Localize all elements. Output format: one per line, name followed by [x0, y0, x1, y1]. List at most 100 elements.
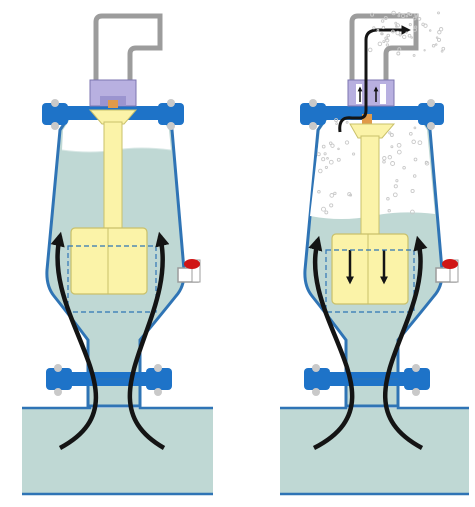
air-bubble — [407, 33, 412, 38]
right-air-bubbles — [316, 10, 446, 215]
left-float-cage — [67, 245, 157, 313]
air-bubble — [328, 159, 334, 165]
air-bubble — [428, 29, 432, 32]
air-bubble — [349, 193, 353, 197]
air-bubble — [370, 12, 375, 17]
right-panel — [280, 10, 469, 496]
air-bubble — [423, 49, 426, 52]
air-bubble — [337, 147, 340, 151]
air-bubble — [408, 12, 413, 17]
left-float-stem-top — [88, 109, 138, 125]
air-bubble — [402, 34, 407, 40]
left-upper-flange-cap-l — [42, 103, 68, 125]
right-float-body — [331, 233, 409, 305]
air-bubble — [329, 193, 335, 198]
air-bubble — [397, 14, 401, 18]
right-flow-arrow-a — [308, 235, 355, 451]
air-bubble — [394, 21, 398, 25]
air-bubble — [396, 51, 401, 56]
left-bolt-upper-l — [51, 99, 59, 107]
right-flow-arrow-b — [383, 235, 428, 450]
air-bubble — [410, 36, 413, 39]
air-bubble — [438, 27, 444, 32]
air-bubble — [324, 165, 328, 169]
air-bubble — [408, 131, 413, 136]
right-outlet-pipe — [349, 13, 419, 85]
air-bubble — [335, 122, 338, 125]
air-bubble — [398, 33, 402, 37]
right-base-pipe — [280, 408, 469, 494]
air-bubble — [417, 17, 422, 21]
air-bubble — [386, 33, 390, 38]
air-bubble — [384, 36, 389, 41]
air-bubble — [434, 43, 438, 46]
air-bubble — [405, 15, 408, 18]
air-bubble — [395, 179, 399, 183]
left-flow-arrow-b — [127, 231, 170, 450]
left-upper-flange-cap-r — [158, 103, 184, 125]
air-bubble — [408, 23, 412, 27]
air-bubble — [352, 152, 356, 156]
air-bubble — [328, 141, 333, 145]
air-bubble — [367, 47, 373, 53]
air-bubble — [376, 28, 380, 32]
air-bubble — [390, 145, 394, 149]
air-bubble — [413, 126, 417, 130]
left-valve-seat — [108, 100, 118, 108]
air-bubble — [424, 161, 430, 166]
air-bubble — [396, 149, 402, 155]
air-bubble — [380, 19, 385, 23]
air-bubble — [440, 49, 444, 53]
air-bubble — [382, 40, 386, 44]
air-bubble — [316, 152, 321, 157]
air-bubble — [431, 44, 436, 48]
air-bubble — [411, 139, 416, 145]
air-bubble — [382, 156, 387, 161]
air-bubble — [414, 12, 419, 17]
air-bubble — [345, 120, 349, 124]
air-bubble — [321, 157, 326, 162]
air-bubble — [321, 206, 326, 212]
air-bubble — [317, 190, 321, 194]
air-bubble — [323, 152, 327, 156]
air-bubble — [372, 26, 376, 30]
air-bubble — [389, 133, 394, 137]
left-float-body — [70, 227, 148, 295]
air-bubble — [383, 16, 388, 20]
air-bubble — [390, 161, 396, 166]
left-flow-arrow-a — [50, 231, 99, 450]
air-bubble — [395, 30, 400, 36]
air-bubble — [386, 197, 390, 201]
air-bubble — [410, 209, 415, 215]
left-base-pipe — [22, 408, 213, 494]
air-bubble — [413, 157, 418, 162]
air-bubble — [333, 191, 337, 196]
air-bubble — [398, 12, 401, 15]
right-valve-seat — [362, 114, 372, 124]
air-bubble — [436, 37, 442, 42]
air-bubble — [417, 140, 423, 146]
left-outlet-pipe — [93, 13, 163, 85]
air-bubble — [393, 184, 398, 189]
left-red-handle — [184, 259, 200, 269]
air-bubble — [326, 156, 329, 160]
right-air-escape-arrow — [338, 25, 411, 133]
air-bubble — [414, 25, 418, 29]
air-bubble — [324, 210, 329, 215]
left-panel — [22, 13, 213, 496]
right-float-stem — [360, 135, 380, 237]
air-bubble — [381, 25, 386, 30]
air-bubble — [412, 174, 417, 178]
air-bubble — [334, 118, 339, 123]
right-valve-head — [347, 79, 395, 107]
air-bubble — [321, 144, 326, 149]
air-bubble — [336, 157, 341, 162]
air-bubble — [437, 11, 440, 15]
air-bubble — [385, 43, 390, 47]
air-bubble — [397, 47, 402, 52]
left-float-stem — [103, 121, 123, 231]
air-bubble — [400, 13, 406, 19]
air-bubble — [392, 192, 398, 198]
air-bubble — [435, 36, 439, 39]
